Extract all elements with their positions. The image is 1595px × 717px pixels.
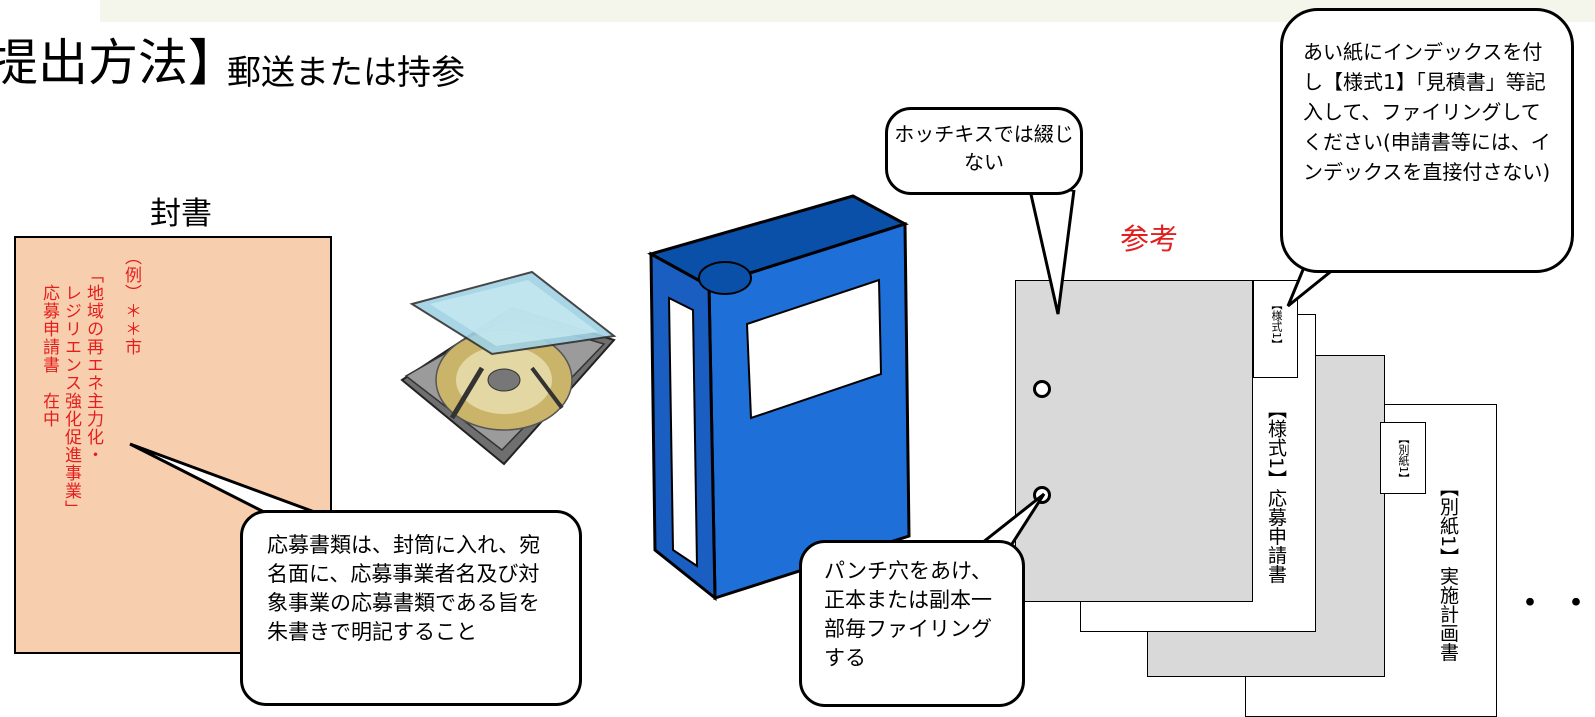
reference-label: 参考 bbox=[1120, 222, 1179, 256]
envelope-example-text: （例） bbox=[121, 248, 141, 302]
index-tab-annex1-text: 【別紙1】 bbox=[1397, 433, 1410, 484]
sheet-annex1-title: 【別紙1】実施計画書 bbox=[1437, 478, 1459, 662]
punch-hole-top bbox=[1033, 380, 1051, 398]
header-margin bbox=[0, 0, 100, 22]
header-band bbox=[100, 0, 1595, 22]
envelope-label: 封書 bbox=[150, 196, 212, 232]
envelope-callout-pointer bbox=[129, 442, 321, 516]
section-subtitle: 郵送または持参 bbox=[227, 53, 465, 93]
envelope-callout: 応募書類は、封筒に入れ、宛名面に、応募事業者名及び対象事業の応募書類である旨を朱… bbox=[240, 510, 582, 706]
staple-callout-pointer bbox=[1028, 190, 1076, 315]
envelope-project-line2: レジリエンス強化促進事業」 bbox=[61, 284, 81, 518]
envelope-apply-text: 応募申請書 在中 bbox=[39, 284, 59, 428]
envelope-project-line1: 「地域の再エネ主力化・ bbox=[83, 266, 103, 464]
index-tab-annex1: 【別紙1】 bbox=[1380, 422, 1426, 494]
sheet-front bbox=[1015, 280, 1253, 602]
staple-callout: ホッチキスでは綴じない bbox=[885, 107, 1083, 195]
sheet-form1-title: 【様式1】応募申請書 bbox=[1265, 400, 1287, 584]
index-tab-form1: 【様式1】 bbox=[1253, 280, 1298, 378]
index-tab-form1-text: 【様式1】 bbox=[1270, 299, 1283, 350]
envelope-city-text: ＊＊市 bbox=[121, 302, 141, 356]
index-callout: あい紙にインデックスを付し【様式1】「見積書」等記入して、ファイリングしてくださ… bbox=[1280, 8, 1574, 273]
more-sheets-ellipsis: ・・ bbox=[1512, 583, 1595, 624]
cd-case-icon bbox=[400, 270, 617, 466]
binder-icon bbox=[647, 194, 911, 602]
punch-callout: パンチ穴をあけ、正本または副本一部毎ファイリングする bbox=[799, 540, 1025, 707]
section-title: 提出方法】 bbox=[0, 34, 238, 92]
